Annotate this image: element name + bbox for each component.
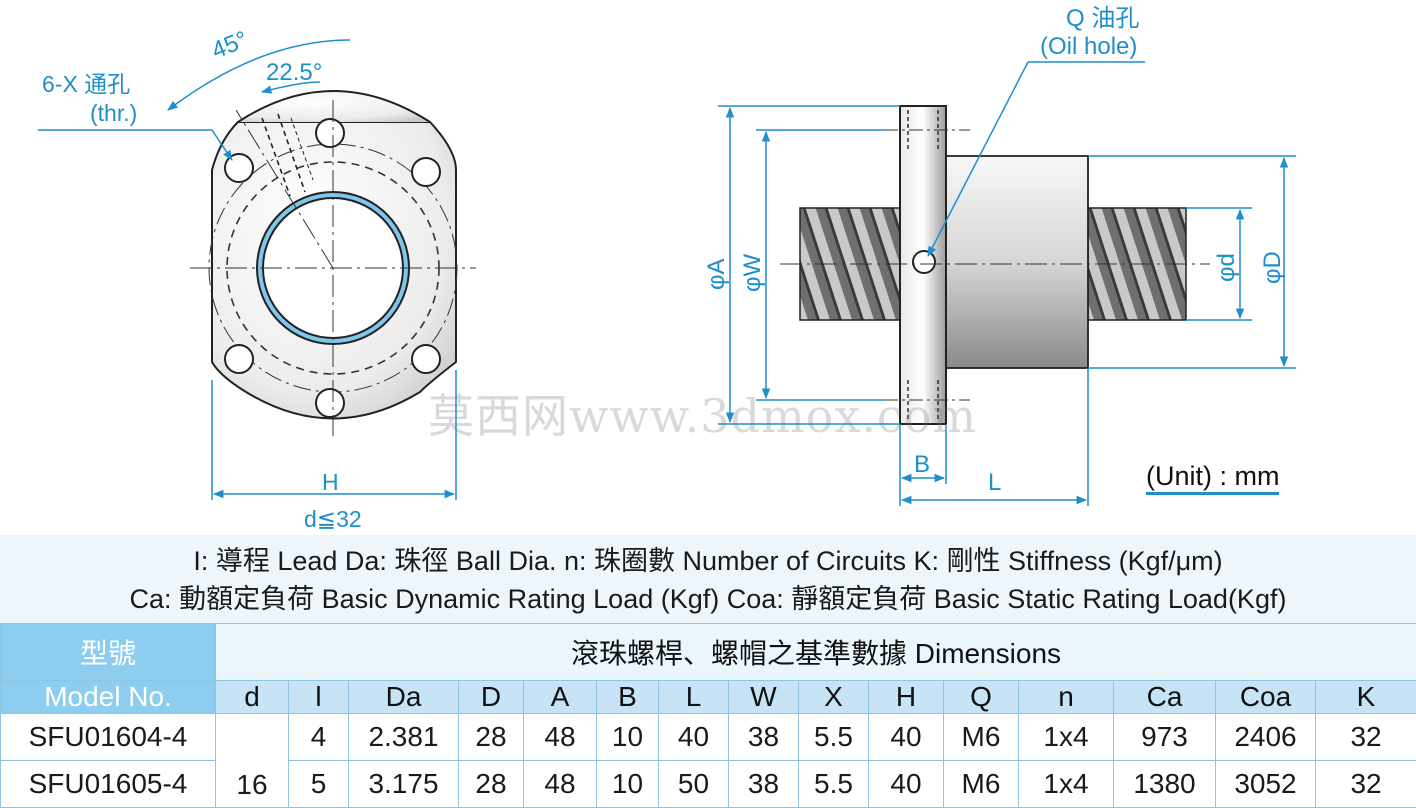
- column-header: W: [729, 681, 799, 714]
- table-cell: 40: [659, 714, 729, 761]
- table-cell: 50: [659, 761, 729, 808]
- bolt-hole: [316, 389, 344, 417]
- legend-line-1: I: 導程 Lead Da: 珠徑 Ball Dia. n: 珠圈數 Numbe…: [0, 539, 1416, 578]
- table-cell: 38: [729, 714, 799, 761]
- dim-phi-w-label: φW: [739, 253, 766, 292]
- column-header: K: [1316, 681, 1416, 714]
- dim-l-label: L: [988, 469, 1001, 496]
- column-header: Q: [944, 681, 1019, 714]
- oil-hole-label: Q 油孔: [1066, 5, 1139, 32]
- dim-h-label: H: [322, 469, 339, 495]
- column-header: Ca: [1114, 681, 1216, 714]
- column-header: n: [1019, 681, 1114, 714]
- model-header-zh: 型號: [1, 624, 216, 681]
- bolt-hole: [225, 345, 253, 373]
- table-cell: 4: [289, 714, 349, 761]
- table-cell: 1380: [1114, 761, 1216, 808]
- table-row: SFU01605-4 5 3.175 28 48 10 50 38 5.5 40…: [1, 761, 1416, 808]
- angle-22-5-label: 22.5°: [266, 59, 322, 86]
- table-cell: 28: [459, 714, 524, 761]
- table-cell: 10: [597, 714, 659, 761]
- column-header: X: [799, 681, 869, 714]
- column-header: L: [659, 681, 729, 714]
- bolt-hole: [412, 345, 440, 373]
- table-cell: 1x4: [1019, 761, 1114, 808]
- column-header: H: [869, 681, 944, 714]
- hole-callout-en-label: (thr.): [90, 100, 137, 126]
- table-cell: M6: [944, 714, 1019, 761]
- angle-45-label: 45°: [208, 26, 252, 65]
- side-view: [780, 106, 1210, 424]
- table-cell: 2.381: [349, 714, 459, 761]
- hole-callout-label: 6-X 通孔: [42, 71, 130, 97]
- table-cell: 32: [1316, 714, 1416, 761]
- table-cell: 28: [459, 761, 524, 808]
- shared-d-cell: 16: [216, 714, 289, 808]
- dim-phi-d-small-label: φd: [1213, 253, 1240, 282]
- column-header: A: [524, 681, 597, 714]
- table-row: SFU01604-4 16 4 2.381 28 48 10 40 38 5.5…: [1, 714, 1416, 761]
- dim-phi-a-label: φA: [703, 258, 730, 290]
- column-header: Coa: [1216, 681, 1316, 714]
- table-cell: 40: [869, 714, 944, 761]
- oil-hole-en-label: (Oil hole): [1040, 33, 1137, 60]
- watermark: 莫西网www.3dmox.com: [428, 380, 977, 446]
- column-header: l: [289, 681, 349, 714]
- dimensions-table: 型號 滾珠螺桿、螺帽之基準數據 Dimensions Model No. d l…: [0, 623, 1416, 808]
- dim-b-label: B: [914, 451, 930, 478]
- dim-phi-d-large-label: φD: [1259, 251, 1286, 284]
- bolt-hole: [412, 158, 440, 186]
- column-header: D: [459, 681, 524, 714]
- table-cell: 32: [1316, 761, 1416, 808]
- bolt-hole: [225, 154, 253, 182]
- model-cell: SFU01605-4: [1, 761, 216, 808]
- table-cell: 5.5: [799, 714, 869, 761]
- table-cell: 48: [524, 761, 597, 808]
- table-cell: 38: [729, 761, 799, 808]
- table-cell: 5.5: [799, 761, 869, 808]
- table-cell: 3.175: [349, 761, 459, 808]
- column-header: B: [597, 681, 659, 714]
- table-cell: 48: [524, 714, 597, 761]
- column-header: Da: [349, 681, 459, 714]
- table-cell: 40: [869, 761, 944, 808]
- model-header-en: Model No.: [1, 681, 216, 714]
- dimensions-header: 滾珠螺桿、螺帽之基準數據 Dimensions: [216, 624, 1416, 681]
- column-header: d: [216, 681, 289, 714]
- diameter-note-label: d≦32: [304, 506, 362, 532]
- legend-panel: I: 導程 Lead Da: 珠徑 Ball Dia. n: 珠圈數 Numbe…: [0, 535, 1416, 623]
- technical-drawing: 45° 22.5° 6-X 通孔 (thr.) H d≦32: [0, 0, 1416, 535]
- table-cell: 3052: [1216, 761, 1316, 808]
- unit-label: (Unit) : mm: [1146, 461, 1279, 495]
- table-cell: 2406: [1216, 714, 1316, 761]
- table-cell: 10: [597, 761, 659, 808]
- bolt-hole: [316, 119, 344, 147]
- table-cell: 5: [289, 761, 349, 808]
- table-cell: M6: [944, 761, 1019, 808]
- table-cell: 1x4: [1019, 714, 1114, 761]
- table-cell: 973: [1114, 714, 1216, 761]
- model-cell: SFU01604-4: [1, 714, 216, 761]
- legend-line-2: Ca: 動額定負荷 Basic Dynamic Rating Load (Kgf…: [0, 577, 1416, 616]
